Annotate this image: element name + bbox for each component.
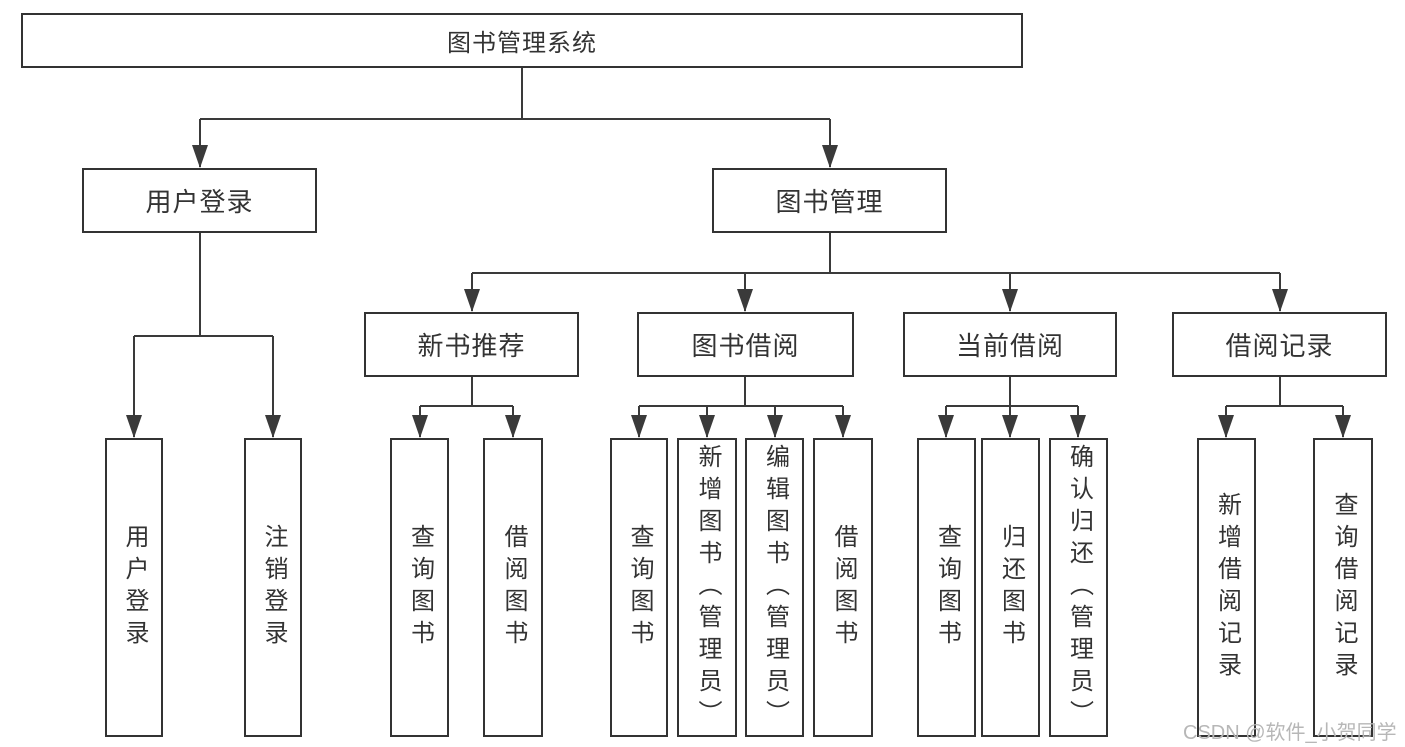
node-current-borrowing: 当前借阅 [903,312,1117,377]
connector-records-to-leaves [1225,377,1344,437]
connector-borrow-to-leaves [638,377,844,437]
leaf-add-books-admin: 新增图书（管理员） [677,438,737,737]
node-new-book-recommendation: 新书推荐 [364,312,579,377]
leaf-return-books: 归还图书 [981,438,1040,737]
leaf-query-borrow-record: 查询借阅记录 [1313,438,1373,737]
node-library-management-system: 图书管理系统 [21,13,1023,68]
csdn-watermark: CSDN @软件_小贺同学 [1183,722,1397,744]
node-book-management-branch: 图书管理 [712,168,947,233]
arrowheads [126,145,1351,438]
leaf-user-login: 用户登录 [105,438,163,737]
leaf-borrow-books-recommend: 借阅图书 [483,438,543,737]
leaf-query-books-recommend: 查询图书 [390,438,449,737]
leaf-logout: 注销登录 [244,438,302,737]
leaf-edit-books-admin: 编辑图书（管理员） [745,438,804,737]
connector-userlogin-to-leaves [133,233,274,437]
connector-newbook-to-leaves [419,377,514,437]
node-book-borrowing: 图书借阅 [637,312,854,377]
leaf-add-borrow-record: 新增借阅记录 [1197,438,1256,737]
leaf-confirm-return-admin: 确认归还（管理员） [1049,438,1108,737]
node-user-login-branch: 用户登录 [82,168,317,233]
leaf-query-books-borrow: 查询图书 [610,438,668,737]
leaf-borrow-books: 借阅图书 [813,438,873,737]
connector-bookmgmt-to-level3 [471,233,1281,311]
node-borrowing-records: 借阅记录 [1172,312,1387,377]
leaf-query-books-current: 查询图书 [917,438,976,737]
connector-root-to-level2 [199,68,831,167]
